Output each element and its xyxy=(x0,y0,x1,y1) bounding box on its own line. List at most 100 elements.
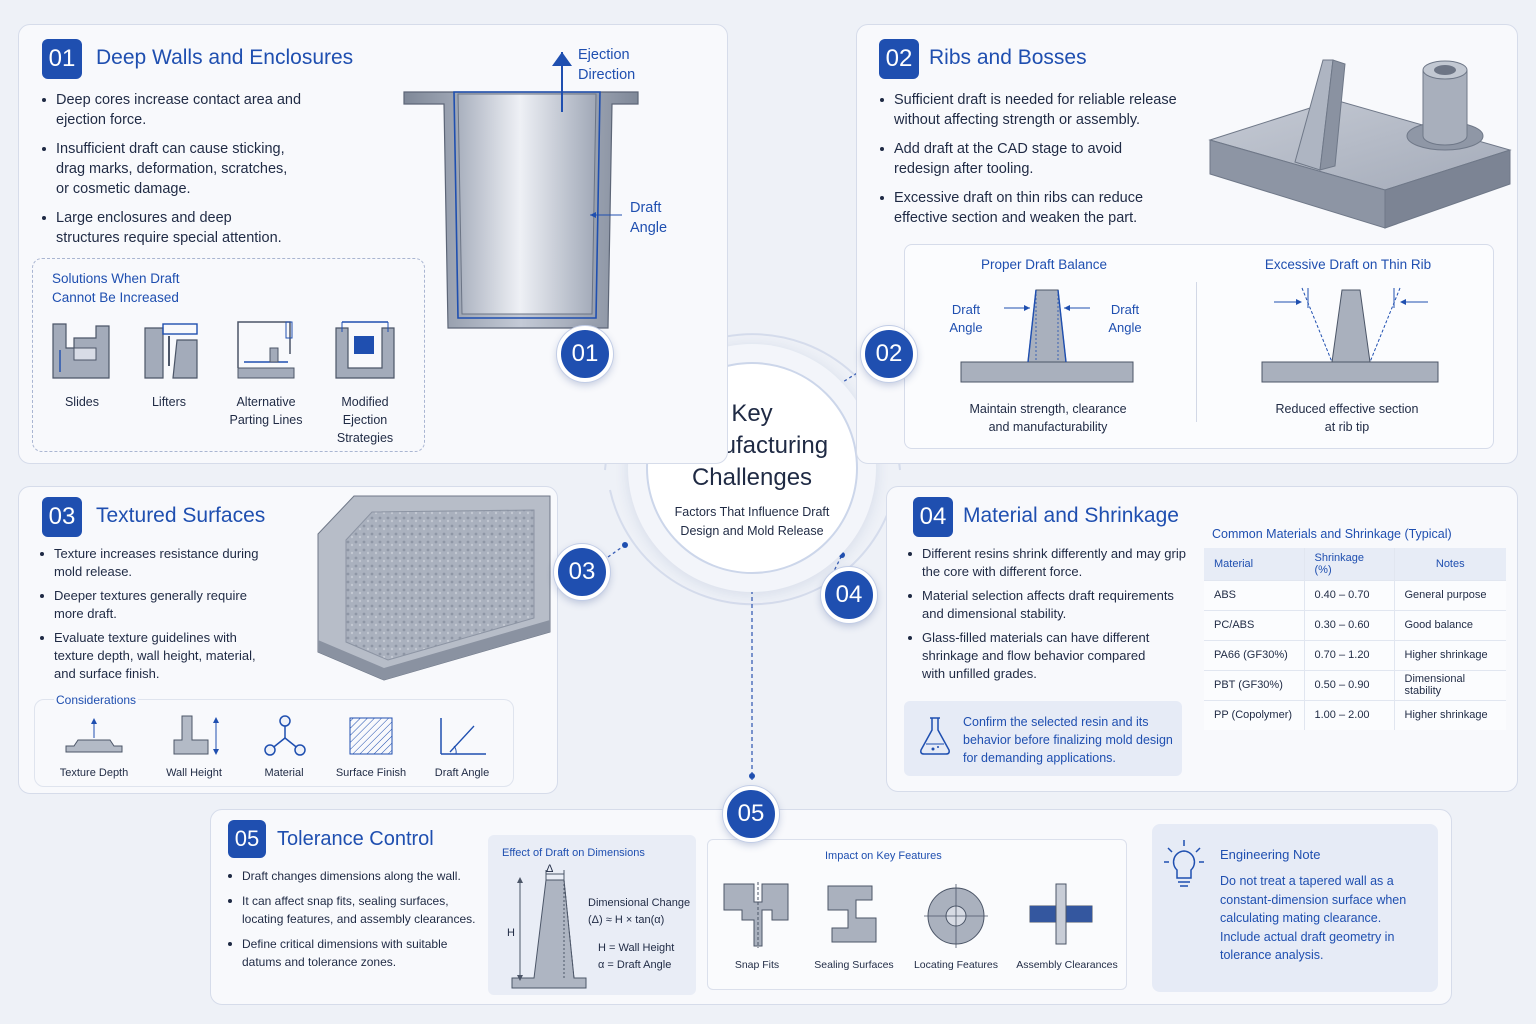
surface-finish-icon xyxy=(349,717,393,755)
engineering-note-title: Engineering Note xyxy=(1220,847,1321,862)
bullet-list: Different resins shrink differently and … xyxy=(906,545,1196,689)
snap-fit-icon xyxy=(723,882,789,948)
excessive-draft-title: Excessive Draft on Thin Rib xyxy=(1264,257,1432,272)
column-header: Material xyxy=(1204,548,1304,580)
bullet-item: Draft changes dimensions along the wall. xyxy=(226,867,486,885)
table-cell: 0.30 – 0.60 xyxy=(1303,609,1394,640)
impact-label: Snap Fits xyxy=(734,959,780,971)
locating-feature-icon xyxy=(924,884,988,948)
excessive-draft-rib-diagram xyxy=(1261,287,1439,383)
effect-of-draft-title: Effect of Draft on Dimensions xyxy=(502,847,645,859)
hub-node-04: 04 xyxy=(821,567,877,623)
bullet-item: Define critical dimensions with suitable… xyxy=(226,935,486,971)
draft-angle-icon xyxy=(440,718,486,755)
resin-note-box xyxy=(904,701,1182,776)
section-number-badge: 02 xyxy=(879,39,919,79)
lightbulb-icon xyxy=(1164,840,1204,887)
considerations-panel xyxy=(34,699,514,787)
bullet-item: Glass-filled materials can have differen… xyxy=(906,629,1196,683)
table-cell: Higher shrinkage xyxy=(1393,639,1506,670)
parting-line-icon xyxy=(237,321,295,379)
table-cell: General purpose xyxy=(1393,579,1506,610)
table-cell: 1.00 – 2.00 xyxy=(1303,699,1394,730)
lifter-icon xyxy=(144,323,198,379)
solution-label-slides: Slides xyxy=(64,395,100,409)
impact-label: Sealing Surfaces xyxy=(814,959,894,971)
table-cell: Good balance xyxy=(1393,609,1506,640)
bullet-item: Different resins shrink differently and … xyxy=(906,545,1196,581)
impact-label: Locating Features xyxy=(913,959,999,971)
bullet-list: Draft changes dimensions along the wall.… xyxy=(226,867,486,978)
table-cell: PC/ABS xyxy=(1204,609,1304,640)
section-title: Material and Shrinkage xyxy=(963,504,1179,527)
bullet-item: Sufficient draft is needed for reliable … xyxy=(878,90,1198,130)
table-header-row: Material Shrinkage (%) Notes xyxy=(1204,548,1506,580)
hub-node-03: 03 xyxy=(554,544,610,600)
table-cell: Dimensional stability xyxy=(1393,669,1506,700)
consideration-label: Material xyxy=(264,767,304,779)
table-cell: Higher shrinkage xyxy=(1393,699,1506,730)
bullet-list: Sufficient draft is needed for reliable … xyxy=(878,90,1198,237)
height-label: H xyxy=(507,927,515,939)
section-number-badge: 01 xyxy=(42,39,82,79)
rib-comparison-panel xyxy=(904,244,1494,449)
section-title: Ribs and Bosses xyxy=(929,46,1087,69)
bullet-item: Insufficient draft can cause sticking,dr… xyxy=(40,139,360,199)
bullet-item: Material selection affects draft require… xyxy=(906,587,1196,623)
impact-label: Assembly Clearances xyxy=(1016,959,1118,971)
proper-draft-rib-diagram xyxy=(960,289,1134,383)
delta-label: Δ xyxy=(546,863,554,875)
hub-node-05: 05 xyxy=(723,786,779,842)
draft-dimension-diagram xyxy=(511,870,587,989)
hub-node-01: 01 xyxy=(557,326,613,382)
section-number-badge: 05 xyxy=(228,820,266,858)
column-header: Notes xyxy=(1393,548,1506,580)
table-cell: 0.50 – 0.90 xyxy=(1303,669,1394,700)
flask-icon xyxy=(920,717,950,755)
enclosure-cross-section xyxy=(403,52,639,329)
proper-draft-title: Proper Draft Balance xyxy=(980,257,1108,272)
table-cell: 0.40 – 0.70 xyxy=(1303,579,1394,610)
impact-title: Impact on Key Features xyxy=(825,850,942,862)
assembly-clearance-icon xyxy=(1029,883,1093,945)
engineering-note-panel xyxy=(1152,824,1438,992)
column-header: Shrinkage (%) xyxy=(1303,548,1394,580)
table-cell: ABS xyxy=(1204,579,1304,610)
textured-part-render xyxy=(317,495,551,681)
texture-depth-icon xyxy=(65,718,123,753)
hub-node-02: 02 xyxy=(861,326,917,382)
solution-label-lifters: Lifters xyxy=(151,395,187,409)
slide-icon xyxy=(52,323,110,379)
solutions-panel xyxy=(32,258,425,452)
consideration-label: Draft Angle xyxy=(434,767,490,779)
consideration-label: Surface Finish xyxy=(335,767,407,779)
bullet-item: It can affect snap fits, sealing surface… xyxy=(226,892,486,928)
hub-subtitle: Factors That Influence Draft Design and … xyxy=(674,505,830,538)
molecule-icon xyxy=(264,715,306,756)
table-cell: PBT (GF30%) xyxy=(1204,669,1304,700)
consideration-label: Wall Height xyxy=(166,767,222,779)
table-cell: 0.70 – 1.20 xyxy=(1303,639,1394,670)
